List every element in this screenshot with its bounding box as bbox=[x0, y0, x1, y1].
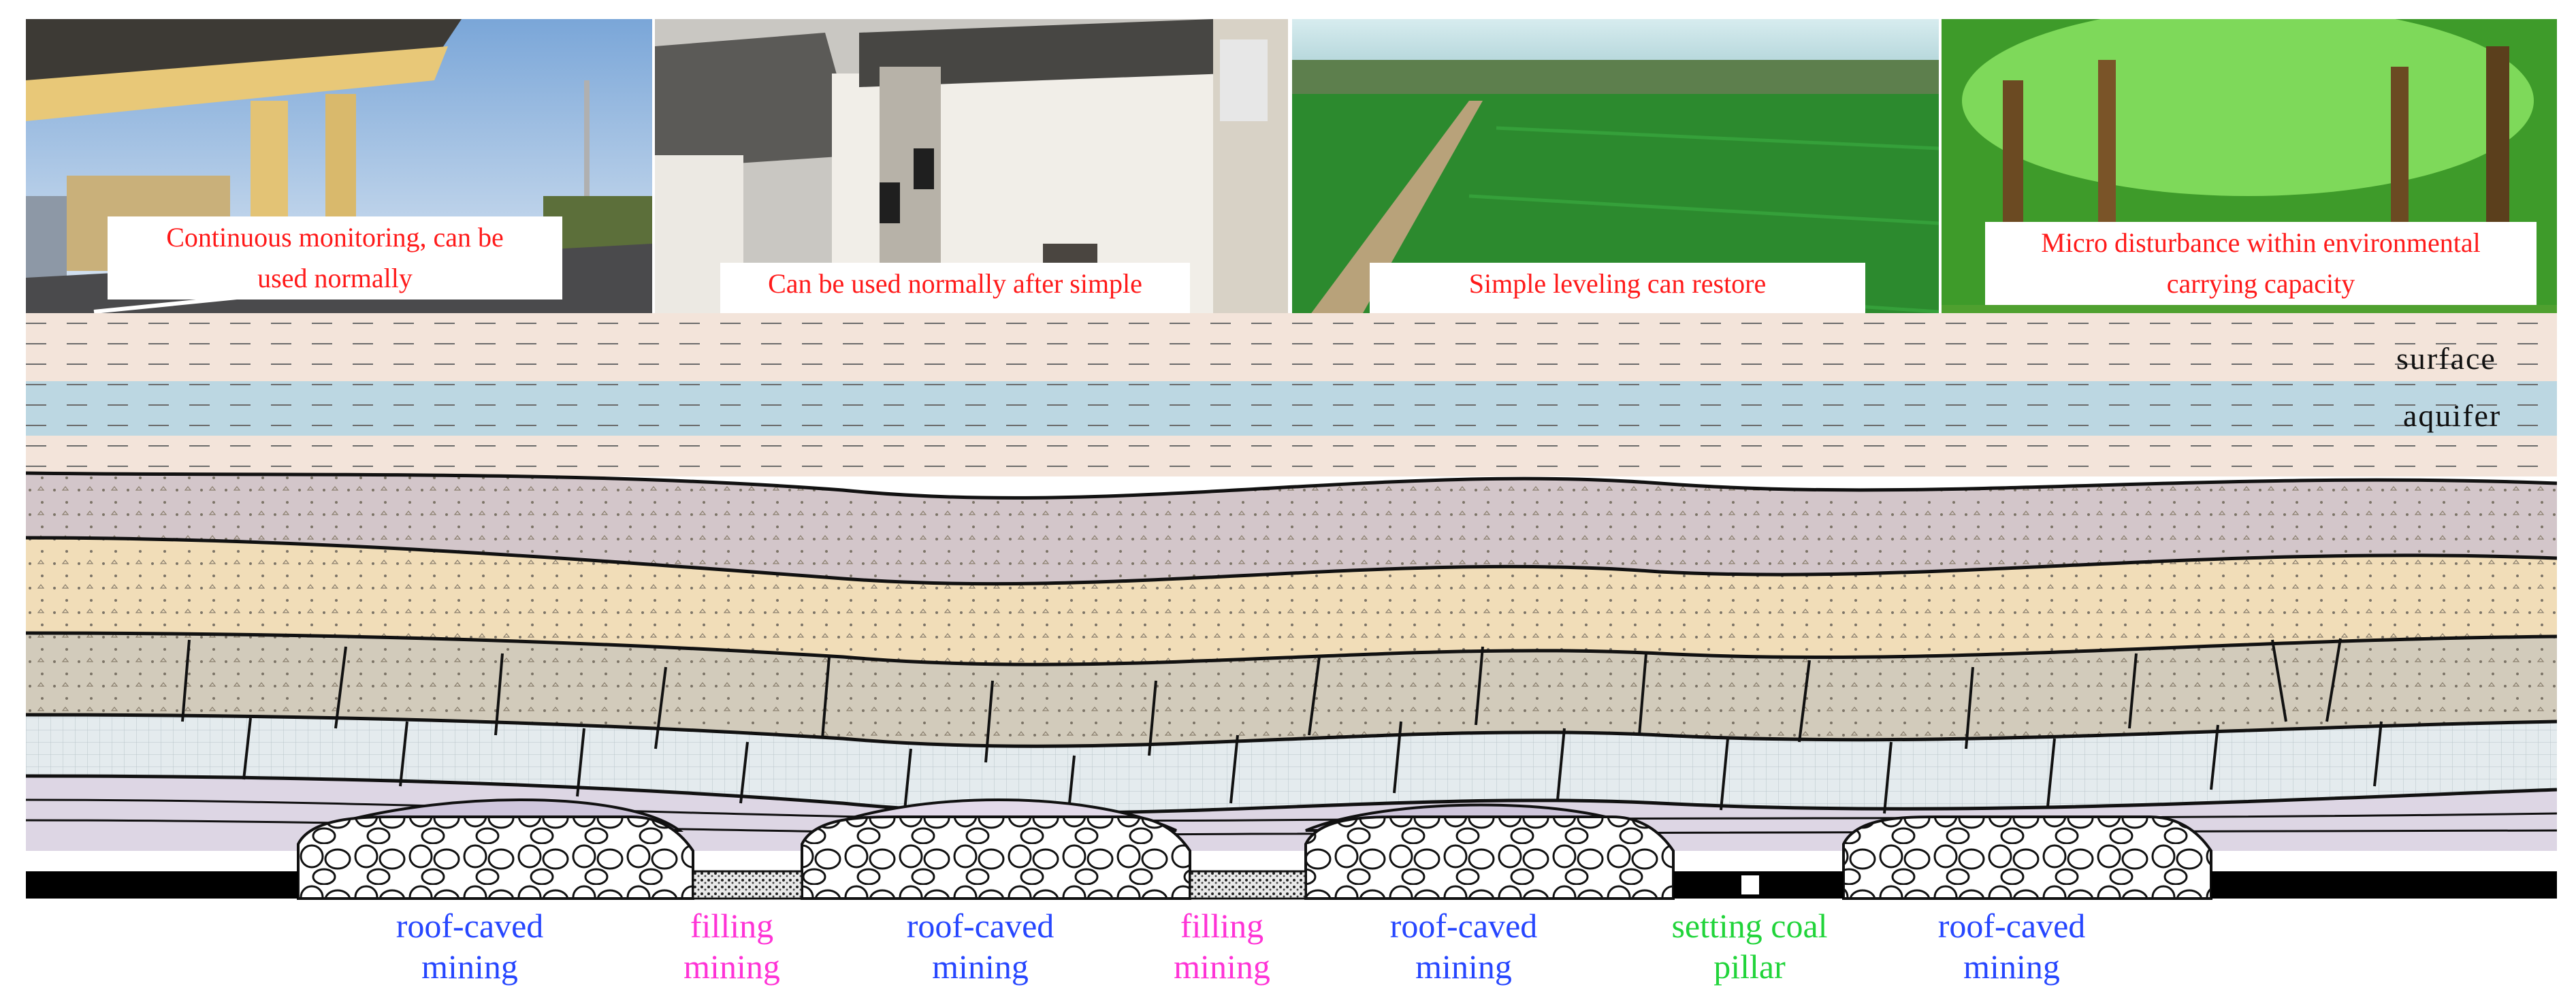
strata-cross-section bbox=[26, 313, 2557, 900]
coal-pillar-gap bbox=[1741, 875, 1759, 894]
method-6-line-2: pillar bbox=[1713, 948, 1786, 986]
method-label-7: roof-caved mining bbox=[1896, 905, 2127, 987]
method-label-4: filling mining bbox=[1127, 905, 1317, 987]
photo-caption-1: Continuous monitoring, can be used norma… bbox=[108, 216, 562, 300]
caption-1-line-2: used normally bbox=[257, 263, 413, 293]
method-4-line-2: mining bbox=[1174, 948, 1270, 986]
caption-4-line-1: Micro disturbance within environmental bbox=[2041, 227, 2481, 258]
method-5-line-2: mining bbox=[1415, 948, 1512, 986]
caption-1-line-1: Continuous monitoring, can be bbox=[166, 222, 504, 253]
filling-zone-2 bbox=[1189, 870, 1307, 900]
method-5-line-1: roof-caved bbox=[1389, 907, 1538, 945]
surface-label: surface bbox=[2396, 341, 2496, 376]
method-3-line-2: mining bbox=[932, 948, 1029, 986]
method-7-line-1: roof-caved bbox=[1937, 907, 2086, 945]
method-label-1: roof-caved mining bbox=[354, 905, 585, 987]
photo-caption-4: Micro disturbance within environmental c… bbox=[1985, 222, 2537, 305]
filling-zone-1 bbox=[692, 870, 803, 900]
method-1-line-2: mining bbox=[421, 948, 518, 986]
caption-3-line-1: Simple leveling can restore bbox=[1468, 268, 1767, 299]
method-1-line-1: roof-caved bbox=[396, 907, 544, 945]
method-3-line-1: roof-caved bbox=[906, 907, 1054, 945]
method-7-line-2: mining bbox=[1963, 948, 2060, 986]
method-label-5: roof-caved mining bbox=[1348, 905, 1579, 987]
method-6-line-1: setting coal bbox=[1671, 907, 1828, 945]
method-2-line-1: filling bbox=[690, 907, 774, 945]
caption-4-line-2: carrying capacity bbox=[2166, 268, 2355, 299]
method-label-3: roof-caved mining bbox=[865, 905, 1096, 987]
caption-2-line-1: Can be used normally after simple bbox=[768, 268, 1142, 299]
aquifer-label: aquifer bbox=[2403, 398, 2502, 433]
method-label-6: setting coal pillar bbox=[1627, 905, 1872, 987]
method-4-line-1: filling bbox=[1180, 907, 1264, 945]
method-2-line-2: mining bbox=[683, 948, 780, 986]
method-label-2: filling mining bbox=[637, 905, 827, 987]
